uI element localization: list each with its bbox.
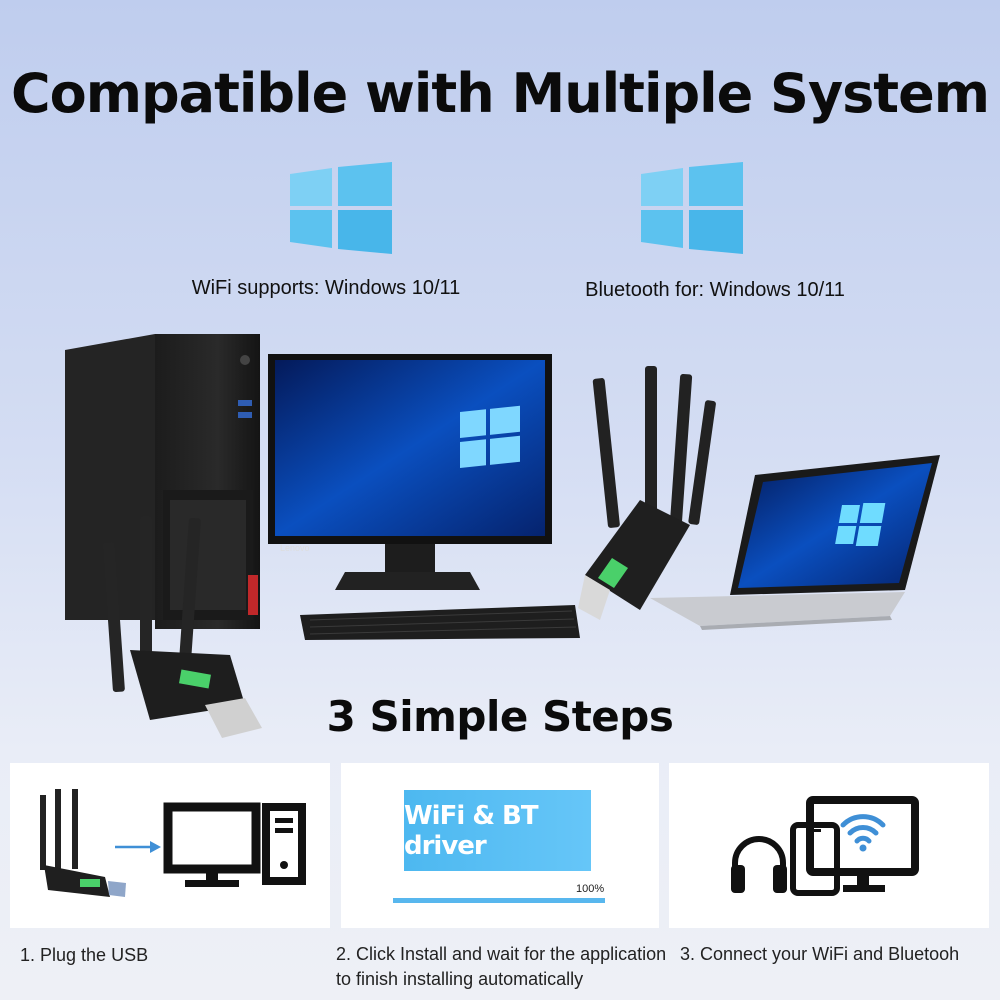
keyboard	[300, 605, 580, 640]
wifi-icon	[840, 814, 886, 844]
phone-icon	[790, 822, 840, 896]
monitor-icon	[806, 796, 919, 892]
laptop	[650, 455, 940, 630]
step-2-caption-line2: to finish installing automatically	[336, 969, 584, 989]
desktop-tower	[65, 334, 260, 629]
plug-usb-illustration	[40, 789, 306, 897]
bluetooth-support-label: Bluetooth for: Windows 10/11	[585, 279, 845, 301]
page-title: Compatible with Multiple System	[11, 62, 990, 125]
step-1-caption: 1. Plug the USB	[20, 945, 149, 965]
windows-logo-icon	[290, 162, 392, 254]
wifi-support-label: WiFi supports: Windows 10/11	[191, 277, 461, 299]
step-3-card	[669, 763, 989, 928]
step-2-caption-line1: 2. Click Install and wait for the applic…	[336, 944, 667, 964]
steps-title: 3 Simple Steps	[326, 692, 674, 741]
driver-banner: WiFi & BT driver	[404, 790, 591, 871]
progress-percent: 100%	[576, 883, 605, 895]
step-3-caption: 3. Connect your WiFi and Bluetooh	[680, 944, 960, 964]
windows-logo-icon	[641, 162, 743, 254]
svg-text:Lenovo: Lenovo	[280, 543, 310, 553]
monitor: Lenovo	[268, 354, 552, 590]
connect-devices-illustration	[731, 796, 919, 896]
progress-bar	[393, 898, 605, 903]
headphones-icon	[731, 836, 787, 893]
wifi-adapter-right	[578, 366, 716, 620]
wifi-adapter-left	[102, 516, 262, 738]
devices-illustration: Lenovo	[65, 334, 940, 738]
